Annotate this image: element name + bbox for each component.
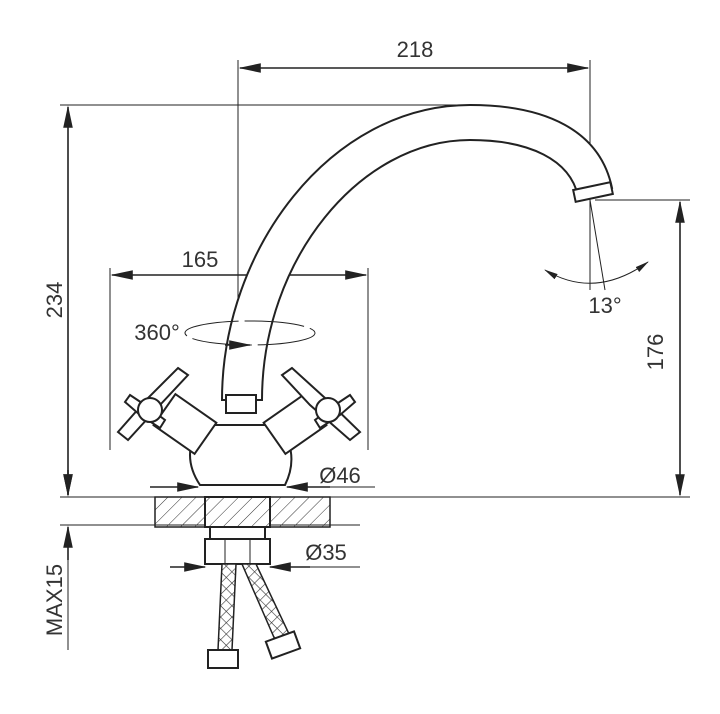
dimension-total-height: 234 bbox=[42, 104, 470, 497]
handle-span-label: 165 bbox=[182, 247, 219, 272]
total-height-label: 234 bbox=[42, 282, 67, 319]
spout-reach-label: 218 bbox=[397, 37, 434, 62]
mount-diameter-label: Ø35 bbox=[305, 540, 347, 565]
dimension-spout-height: 176 bbox=[60, 199, 690, 498]
countertop bbox=[60, 496, 360, 565]
max-thickness-label: MAX15 bbox=[42, 564, 67, 636]
base-diameter-label: Ø46 bbox=[319, 463, 361, 488]
faucet-body bbox=[116, 366, 362, 486]
dimension-base-diameter: Ø46 bbox=[150, 463, 375, 492]
rotation-label: 360° bbox=[134, 320, 180, 345]
supply-hoses bbox=[207, 563, 302, 669]
dimension-max-thickness: MAX15 bbox=[42, 470, 73, 650]
spout-height-label: 176 bbox=[643, 334, 668, 371]
dimension-spout-reach: 218 bbox=[237, 37, 591, 350]
dimension-rotation: 360° bbox=[134, 320, 316, 350]
dimension-mount-diameter: Ø35 bbox=[170, 540, 360, 572]
spout-angle-label: 13° bbox=[588, 293, 621, 318]
dimension-handle-span: 165 bbox=[109, 247, 369, 450]
spout bbox=[220, 103, 615, 414]
dimension-spout-angle: 13° bbox=[544, 199, 649, 318]
